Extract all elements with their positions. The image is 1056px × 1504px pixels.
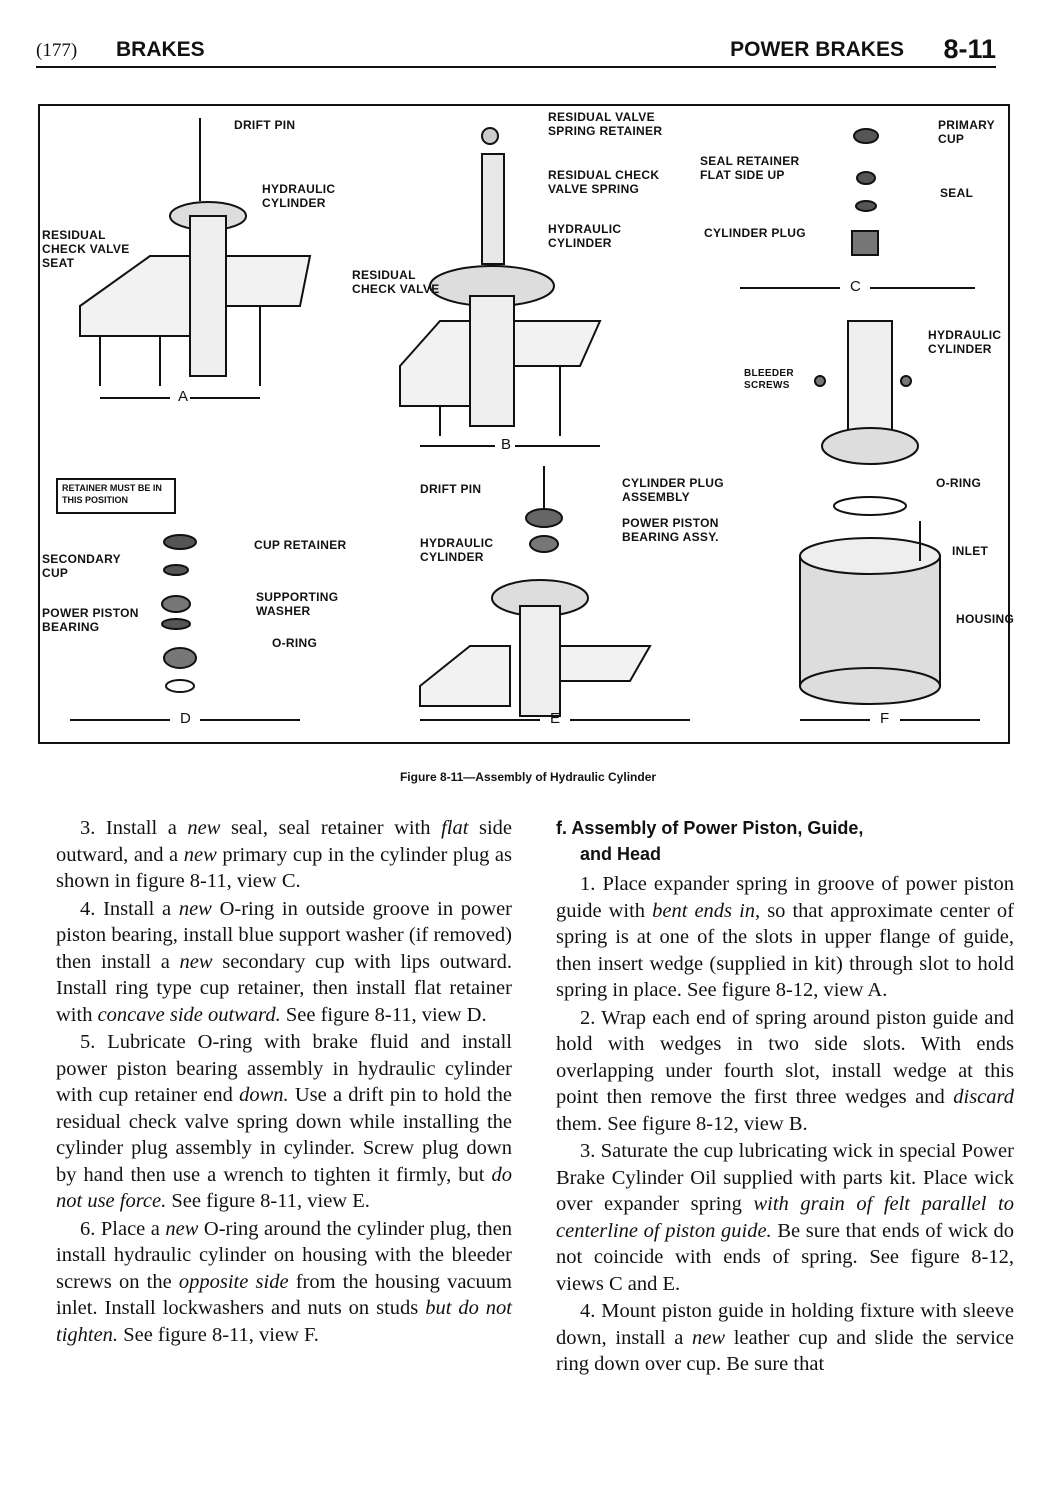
emphasis-text: new	[178, 897, 212, 920]
label-hydraulic-cylinder-a: HYDRAULIC CYLINDER	[262, 182, 336, 210]
page-header: (177) BRAKES POWER BRAKES 8-11	[36, 34, 996, 68]
view-label-a: A	[178, 388, 189, 405]
label-supporting-washer: SUPPORTING WASHER	[256, 590, 339, 618]
right-column: f. Assembly of Power Piston, Guide, and …	[556, 815, 1014, 1379]
label-power-piston-bearing-assy: POWER PISTON BEARING ASSY.	[622, 516, 719, 544]
label-cylinder-plug: CYLINDER PLUG	[704, 226, 806, 240]
emphasis-text: new	[179, 950, 213, 973]
label-secondary-cup: SECONDARY CUP	[42, 552, 121, 580]
page-ref: (177)	[36, 40, 78, 61]
label-hydraulic-cylinder-b: HYDRAULIC CYLINDER	[548, 222, 622, 250]
view-label-f: F	[880, 710, 890, 727]
label-bleeder-screws: BLEEDER SCREWS	[744, 368, 794, 391]
emphasis-text: new	[183, 843, 217, 866]
emphasis-text: opposite side	[178, 1270, 289, 1293]
label-primary-cup: PRIMARY CUP	[938, 118, 995, 146]
label-residual-valve-spring-retainer: RESIDUAL VALVE SPRING RETAINER	[548, 110, 663, 138]
label-power-piston-bearing: POWER PISTON BEARING	[42, 606, 139, 634]
chapter-title: POWER BRAKES	[730, 38, 904, 61]
label-seal: SEAL	[940, 186, 974, 200]
figure-caption: Figure 8-11—Assembly of Hydraulic Cylind…	[399, 770, 657, 784]
right-paragraph-r3: 3. Saturate the cup lubricating wick in …	[556, 1140, 1014, 1295]
section-title: BRAKES	[116, 38, 205, 61]
view-label-e: E	[550, 710, 561, 727]
label-hydraulic-cylinder-e: HYDRAULIC CYLINDER	[420, 536, 494, 564]
left-paragraph-p4: 4. Install a new O-ring in outside groov…	[56, 897, 512, 1026]
emphasis-text: but do not tighten.	[56, 1297, 512, 1346]
emphasis-text: down.	[239, 1084, 289, 1106]
label-o-ring-d: O-RING	[272, 636, 318, 650]
label-residual-check-valve: RESIDUAL CHECK VALVE	[352, 268, 440, 296]
label-cup-retainer: CUP RETAINER	[254, 538, 347, 552]
figure-illustration	[70, 118, 980, 721]
emphasis-text: new	[165, 1217, 199, 1240]
figure-8-11: DRIFT PIN HYDRAULIC CYLINDER RESIDUAL CH…	[38, 104, 1014, 744]
right-paragraph-r2: 2. Wrap each end of spring around piston…	[556, 1006, 1014, 1135]
section-subheading: f. Assembly of Power Piston, Guide, and …	[556, 815, 1014, 867]
label-cylinder-plug-assembly: CYLINDER PLUG ASSEMBLY	[622, 476, 724, 504]
left-paragraph-p3: 3. Install a new seal, seal retainer wit…	[56, 817, 513, 892]
emphasis-text: new	[692, 1326, 726, 1349]
emphasis-text: flat	[441, 817, 469, 839]
label-o-ring-f: O-RING	[936, 476, 982, 490]
emphasis-text: bent ends in,	[652, 899, 761, 922]
label-housing: HOUSING	[956, 612, 1015, 626]
label-drift-pin-e: DRIFT PIN	[420, 482, 482, 496]
label-inlet: INLET	[952, 544, 989, 558]
label-drift-pin-a: DRIFT PIN	[234, 118, 296, 132]
left-column: 3. Install a new seal, seal retainer wit…	[56, 815, 512, 1349]
emphasis-text: discard	[953, 1086, 1014, 1108]
label-hydraulic-cylinder-f: HYDRAULIC CYLINDER	[928, 328, 1002, 356]
right-paragraph-r1: 1. Place expander spring in groove of po…	[556, 873, 1014, 1001]
label-residual-check-valve-seat: RESIDUAL CHECK VALVE SEAT	[42, 228, 130, 270]
left-paragraph-p6: 6. Place a new O-ring around the cylinde…	[56, 1217, 513, 1346]
view-label-d: D	[180, 710, 191, 727]
subheading-line-1: f. Assembly of Power Piston, Guide,	[556, 818, 864, 838]
retainer-note-box: RETAINER MUST BE IN THIS POSITION	[56, 478, 176, 514]
emphasis-text: do not use force.	[56, 1163, 512, 1213]
view-label-c: C	[850, 278, 861, 295]
right-paragraph-r4: 4. Mount piston guide in holding fixture…	[556, 1300, 1015, 1375]
emphasis-text: with grain of felt parallel to centerlin…	[556, 1193, 1014, 1242]
page-number: 8-11	[943, 34, 996, 64]
label-seal-retainer: SEAL RETAINER FLAT SIDE UP	[700, 154, 800, 182]
left-paragraph-p5: 5. Lubricate O-ring with brake fluid and…	[56, 1031, 513, 1213]
subheading-line-2: and Head	[580, 844, 662, 864]
label-residual-check-valve-spring: RESIDUAL CHECK VALVE SPRING	[548, 168, 660, 196]
emphasis-text: new	[187, 817, 221, 839]
view-label-b: B	[501, 436, 512, 453]
emphasis-text: concave side outward.	[97, 1003, 281, 1026]
right-paragraphs: 1. Place expander spring in groove of po…	[556, 871, 1014, 1378]
